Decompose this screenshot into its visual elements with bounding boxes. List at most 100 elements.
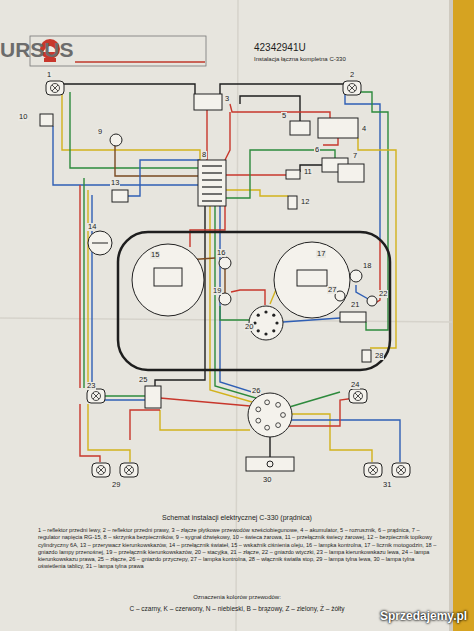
brand-name: URSUS [0,38,74,61]
callout-number: 30 [262,476,272,484]
callout-number: 11 [303,168,313,176]
callout-number: 19 [212,287,222,295]
headlamp-symbol [46,81,64,95]
parts-legend-note: 1 – reflektor przedni lewy, 2 – reflekto… [38,527,442,571]
callout-number: 31 [382,481,392,489]
connector-symbol [145,386,161,408]
indicator-lamp-symbol [219,257,231,269]
plate-lamp-symbol [246,457,294,471]
tail-lamp-symbol [98,467,104,473]
callout-number: 9 [97,128,103,136]
callout-number: 6 [314,146,320,154]
indicator-lamp-rear [355,393,361,399]
indicator-lamp-rear [354,392,363,401]
plug-connector-symbol [194,94,222,110]
tail-lamp-symbol [364,463,382,477]
ignition-terminal [257,329,260,332]
fuse-symbol [202,165,222,167]
socket-pin [281,413,286,418]
wire [230,104,330,118]
tail-lamp-symbol [120,463,138,477]
wire [225,190,288,196]
callout-number: 27 [327,286,337,294]
socket-symbol [350,270,362,282]
wire [115,142,200,176]
wire [220,205,262,395]
callout-number: 15 [150,251,160,259]
callout-number: 26 [251,387,261,395]
wire [87,190,88,388]
wire [160,398,250,406]
callout-number: 2 [349,71,355,79]
socket-pin [265,400,270,405]
callout-number: 29 [111,481,121,489]
wire [240,96,300,121]
gauge-symbol [132,244,204,316]
cylinder-fuse-symbol [288,196,297,209]
tail-lamp-symbol [97,466,106,475]
fuse-symbol [202,179,222,181]
callout-number: 20 [244,323,254,331]
wire [120,160,200,196]
callout-number: 4 [361,125,367,133]
callout-number: 13 [110,179,120,187]
indicator-lamp-rear [349,389,367,403]
fuse-symbol [202,200,222,202]
headlamp-symbol [51,84,60,93]
horn-symbol [110,134,122,146]
ignition-terminal [264,332,267,335]
callout-number: 23 [86,382,96,390]
indicator-lamp-rear [93,393,99,399]
socket-pin [256,407,261,412]
wire [284,398,355,426]
wire [288,414,372,462]
color-key-heading: Oznaczenia kolorów przewodów: [193,594,281,601]
wire [83,178,84,388]
socket-pin [256,418,261,423]
tail-lamp-symbol [398,467,404,473]
indicator-lamp-rear [92,392,101,401]
wire [130,410,160,440]
wire [269,437,270,457]
light-switch-symbol [92,243,108,244]
fuse-symbol [202,186,222,188]
callout-number: 7 [352,152,358,160]
starter-symbol [290,121,310,135]
wire [79,185,80,388]
light-switch-symbol [88,231,112,255]
caption: Schemat instalacji elektrycznej C-330 (p… [162,514,312,522]
gauge-symbol [154,268,182,286]
regulator-symbol [338,164,364,182]
watermark: Sprzedajemy.pl [380,610,467,623]
wire [160,410,250,430]
wire [190,205,225,247]
callout-number: 5 [281,112,287,120]
hour-meter-symbol [297,270,327,286]
header-rule [75,61,205,63]
hour-meter-symbol [274,242,350,318]
ignition-terminal [275,321,278,324]
wire [366,240,388,330]
tail-lamp-symbol [126,467,132,473]
table-background [452,0,474,631]
wires [53,84,400,462]
wire [225,150,335,198]
part-number: 42342941U [254,42,306,53]
callout-number: 24 [350,381,360,389]
trailer-socket-symbol [248,393,292,437]
color-key: C – czarny, K – czerwony, N – niebieski,… [129,605,344,612]
wire [231,290,265,305]
ground-loop-wire [118,232,390,370]
wire [323,138,338,145]
connector-symbol [340,312,366,322]
fuse-symbol [202,172,222,174]
callout-number: 22 [378,290,388,298]
headlamp-symbol [349,85,355,91]
wire [220,306,250,320]
tail-lamp-symbol [92,463,110,477]
headlamp-symbol [348,84,357,93]
flasher-symbol [112,190,128,202]
plate-lamp-symbol [267,461,273,467]
ignition-terminal [272,314,275,317]
